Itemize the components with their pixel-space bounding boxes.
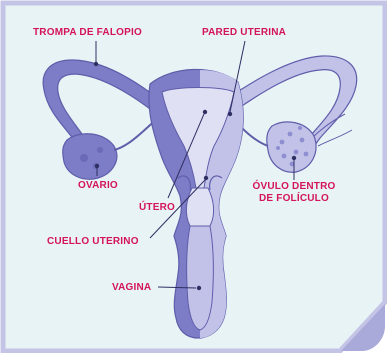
- leader-dot-tube: [94, 62, 98, 66]
- leader-dot-ovum: [292, 156, 296, 160]
- right-ovary-follicle-dot: [298, 126, 302, 130]
- label-cervix: CUELLO UTERINO: [47, 236, 139, 248]
- label-uterus: ÚTERO: [139, 202, 175, 214]
- right-ovary-follicle-dot: [300, 138, 305, 143]
- label-ovum: ÓVULO DENTRO DE FOLÍCULO: [249, 181, 339, 205]
- left-ovary: [63, 134, 117, 179]
- leader-dot-vagina: [197, 286, 201, 290]
- right-ovary-follicle-dot: [288, 132, 293, 137]
- label-fallopian-tube: TROMPA DE FALOPIO: [33, 27, 142, 39]
- right-ovary-follicle-dot: [282, 154, 287, 159]
- leader-dot-cervix: [204, 176, 208, 180]
- label-vagina: VAGINA: [112, 282, 151, 294]
- label-uterine-wall: PARED UTERINA: [202, 27, 286, 39]
- label-ovum-line1: ÓVULO DENTRO: [249, 181, 339, 193]
- leader-dot-ovary: [95, 164, 99, 168]
- cervical-canal: [186, 188, 213, 226]
- leader-dot-uterine-wall: [228, 112, 232, 116]
- right-ovary-follicle-dot: [304, 152, 309, 157]
- vaginal-canal: [187, 226, 214, 330]
- right-ovary-follicle-dot: [276, 146, 280, 150]
- label-ovum-line2: DE FOLÍCULO: [249, 193, 339, 205]
- label-ovary: OVARIO: [78, 180, 118, 192]
- right-ovary-follicle-dot: [280, 140, 285, 145]
- right-ovary-follicle-dot: [294, 150, 299, 155]
- left-ovary-follicle: [97, 147, 103, 153]
- leader-dot-uterus: [203, 110, 207, 114]
- left-ovary-follicle: [80, 154, 88, 162]
